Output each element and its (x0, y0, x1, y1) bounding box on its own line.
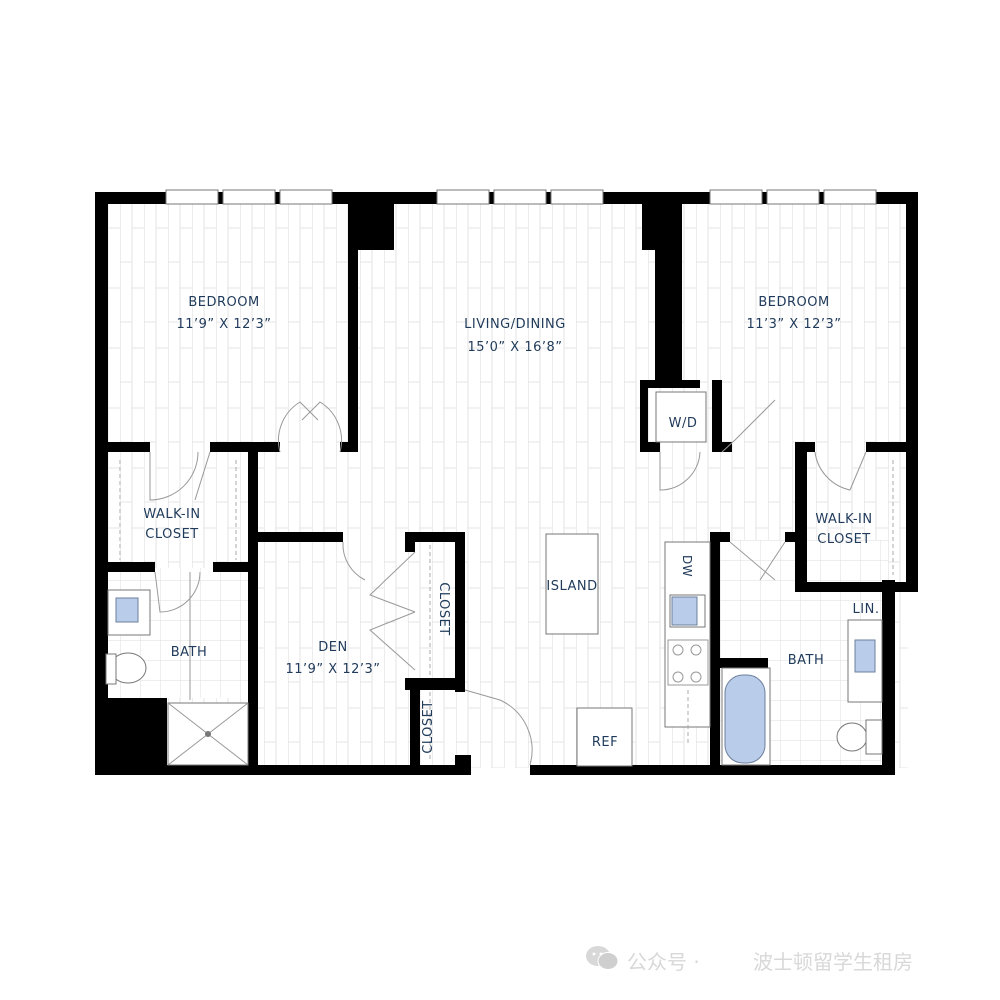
dishwasher-label: DW (680, 555, 694, 577)
closet-rods (119, 460, 894, 762)
bedroom-left-size: 11’9” X 12’3” (176, 317, 271, 332)
living-size: 15’0” X 16’8” (467, 340, 562, 355)
bedroom-left-name: BEDROOM (188, 295, 259, 310)
watermark-text-b: 波士顿留学生租房 (753, 950, 913, 974)
living-name: LIVING/DINING (464, 317, 566, 332)
closet-den-label: CLOSET (436, 582, 451, 636)
den-name: DEN (318, 640, 347, 655)
watermark: 公众号 · 波士顿留学生租房 (585, 944, 985, 974)
right-bath (721, 619, 883, 766)
left-bath (105, 572, 249, 766)
closet-entry-label: CLOSET (421, 700, 436, 754)
washer-dryer-label: W/D (669, 416, 698, 431)
linen-label: LIN. (853, 602, 880, 617)
wechat-icon (586, 946, 619, 970)
fixture-labels: W/D ISLAND DW REF LIN. (546, 416, 879, 750)
refrigerator-label: REF (592, 735, 618, 750)
kitchen (545, 533, 711, 767)
interior-walls (95, 192, 918, 775)
floor-areas (106, 200, 908, 768)
den-size: 11’9” X 12’3” (285, 662, 380, 677)
washer-dryer (655, 391, 707, 443)
door-swings (149, 399, 867, 766)
bath-left-name: BATH (171, 645, 208, 660)
walkin-left-line1: WALK-IN (143, 507, 200, 522)
bath-right-name: BATH (788, 653, 825, 668)
walkin-right-line2: CLOSET (817, 532, 871, 547)
bedroom-right-size: 11’3” X 12’3” (746, 317, 841, 332)
walkin-left-line2: CLOSET (145, 527, 199, 542)
walkin-right-line1: WALK-IN (815, 512, 872, 527)
bedroom-right-name: BEDROOM (758, 295, 829, 310)
watermark-text-a: 公众号 · (627, 950, 700, 974)
windows (165, 189, 877, 205)
island-label: ISLAND (546, 579, 597, 594)
room-labels: BEDROOM 11’9” X 12’3” LIVING/DINING 15’0… (143, 295, 872, 754)
cooktop (667, 639, 709, 686)
